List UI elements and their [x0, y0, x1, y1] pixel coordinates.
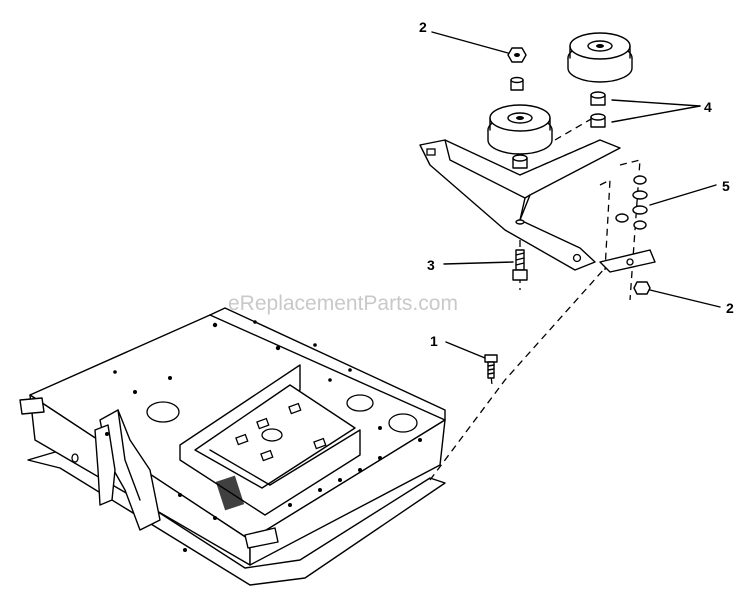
idler-pulley-right: [567, 32, 633, 83]
callout-4-spacers: 4: [704, 99, 712, 115]
idler-bracket: [419, 139, 656, 273]
front-hitch-bracket: [94, 409, 161, 531]
deck-channel: [179, 364, 361, 516]
idler-pulley-left: [487, 104, 553, 155]
callout-2-top-nut: 2: [419, 19, 427, 35]
callout-5-washers: 5: [722, 178, 730, 194]
callout-3-bolt: 3: [427, 257, 435, 273]
hardware: [484, 47, 651, 379]
deck-frame: [19, 307, 446, 586]
callout-2-lower-nut: 2: [726, 300, 734, 316]
watermark: eReplacementParts.com: [228, 292, 458, 315]
callout-labels: 2 4 5 3 2 1: [419, 19, 734, 349]
callout-1-bolt: 1: [430, 333, 438, 349]
leader-lines: [431, 31, 721, 359]
